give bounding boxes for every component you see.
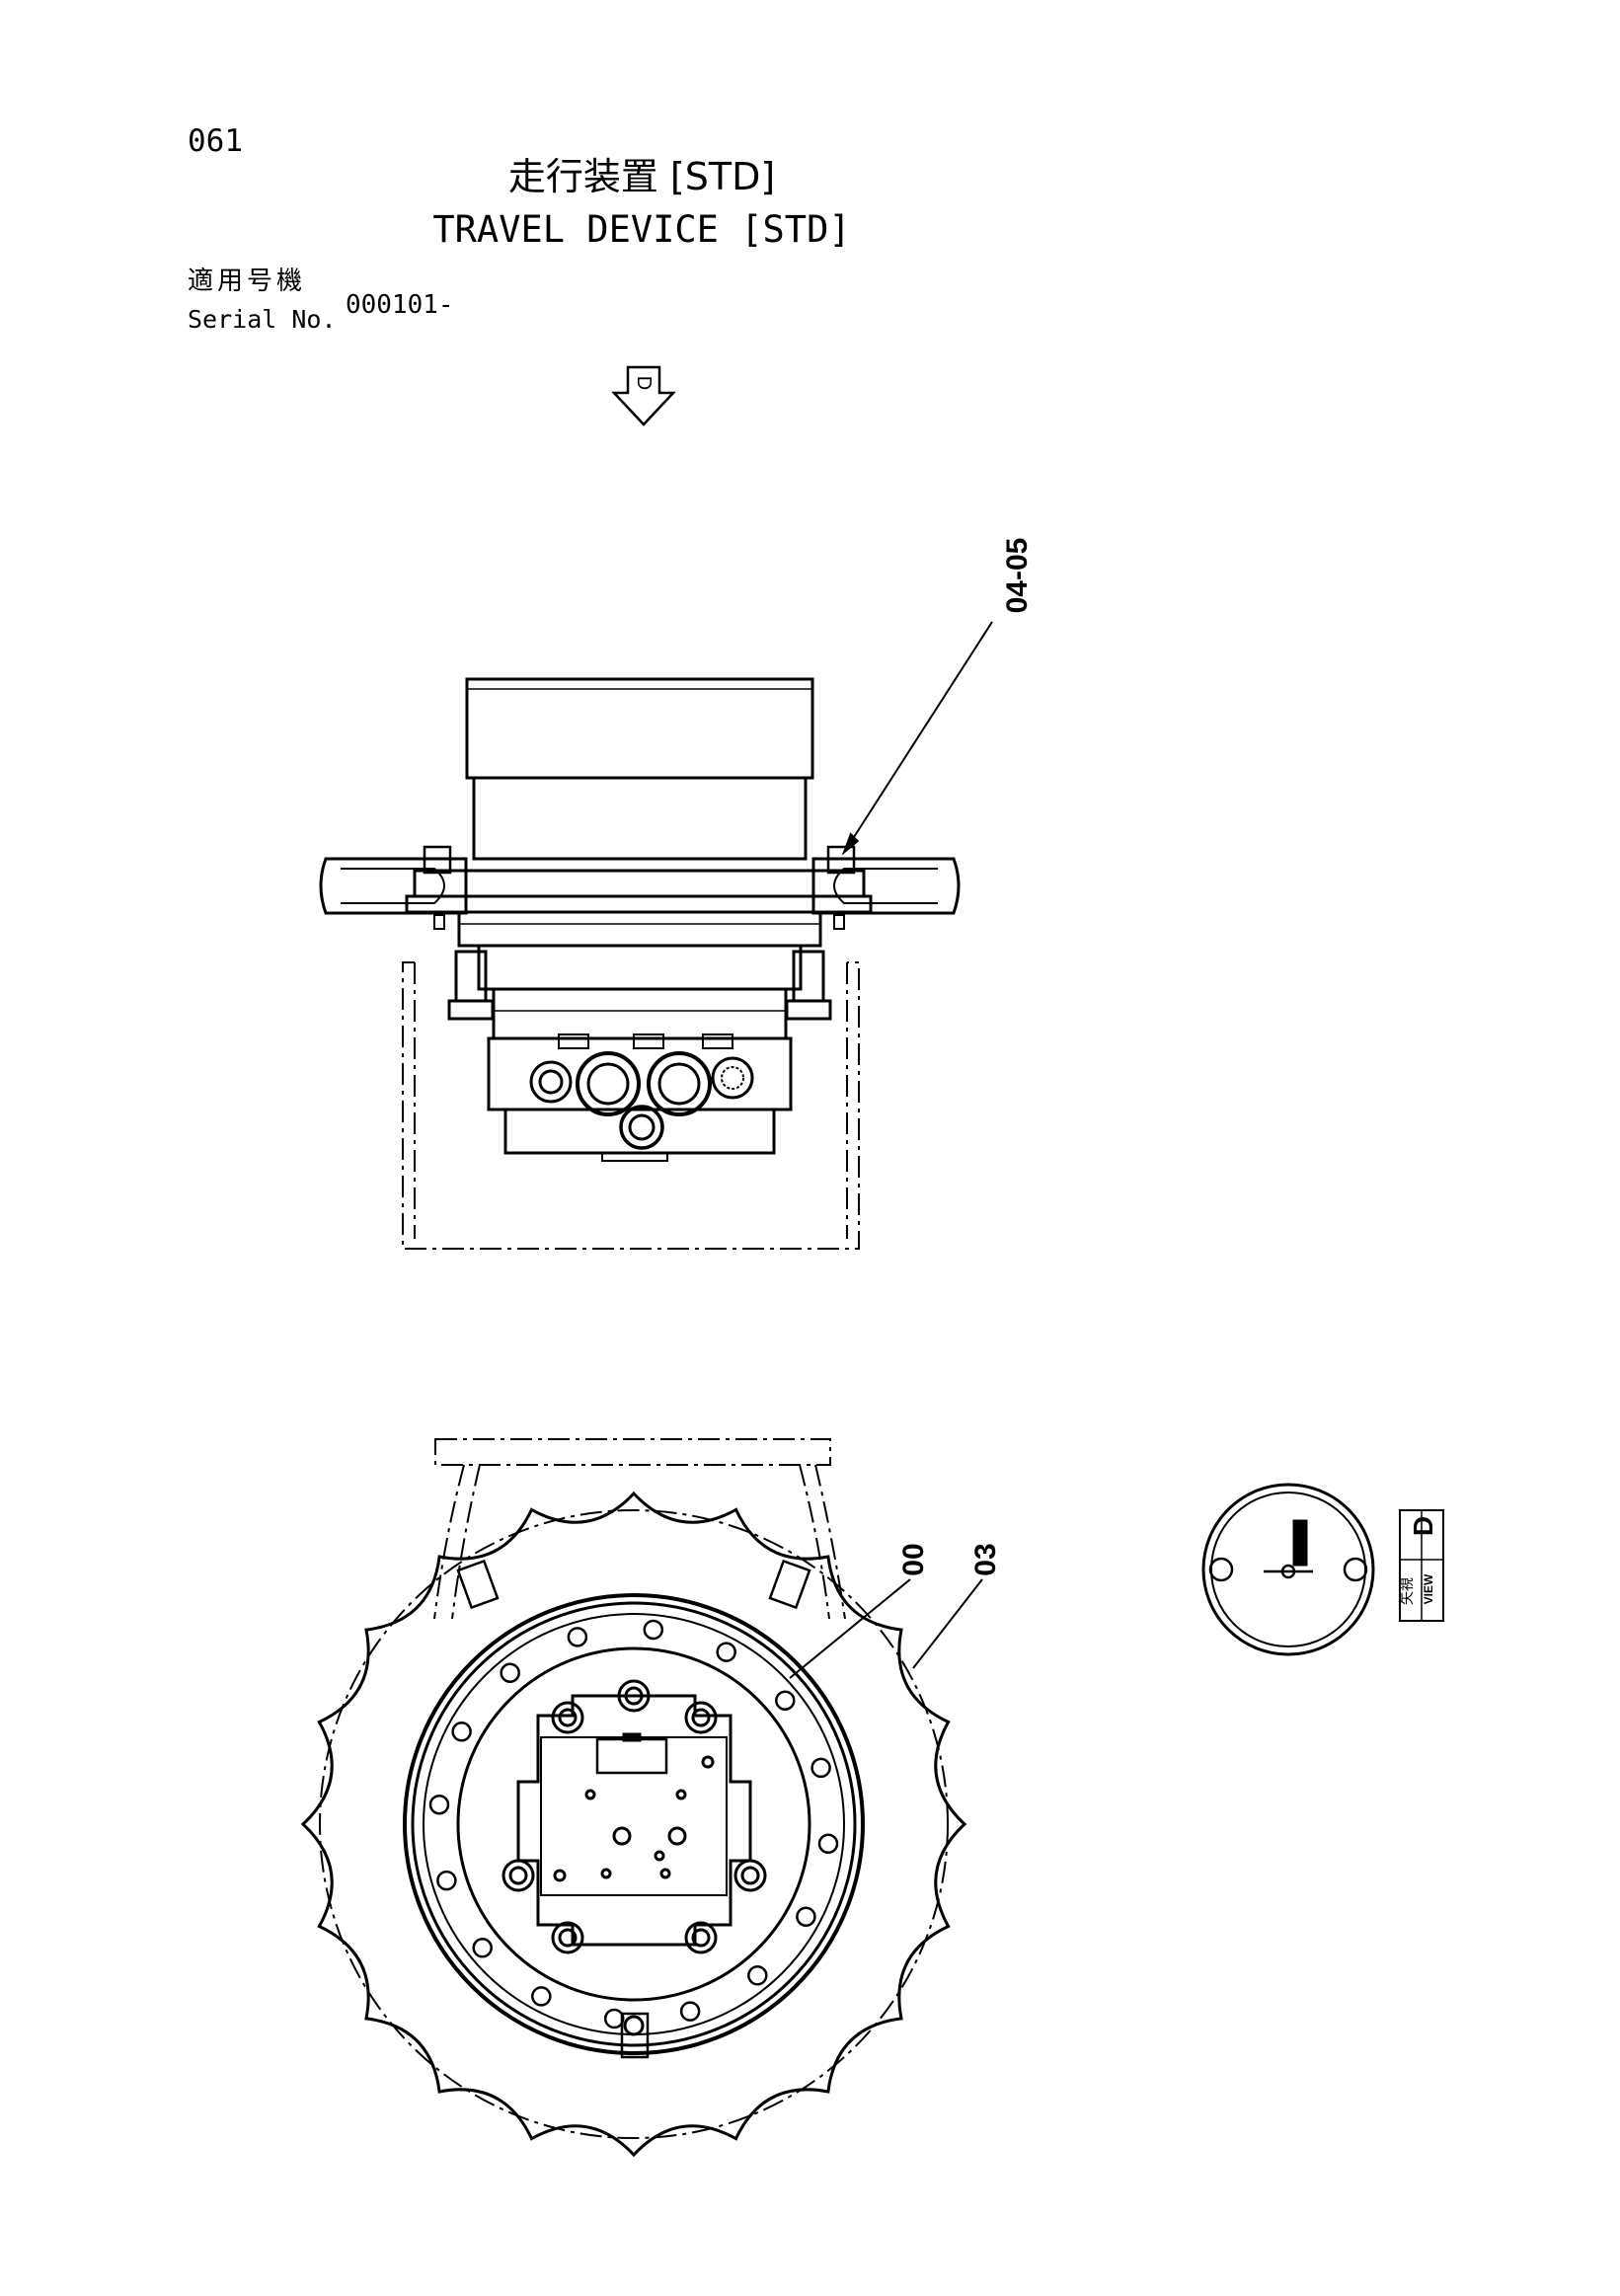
- bolt-hole: [679, 2001, 701, 2022]
- bolt-hole: [810, 1757, 831, 1779]
- view-d-detail: [1201, 1483, 1375, 1656]
- callout-03: 03: [912, 1543, 1002, 1669]
- svg-text:00: 00: [897, 1543, 930, 1575]
- view-d-label-jp: 矢視: [1400, 1577, 1416, 1605]
- bolt-hole: [428, 1794, 450, 1815]
- serial-label-english: Serial No.: [188, 305, 337, 334]
- bolt-hole: [796, 1906, 816, 1927]
- page-number: 061: [188, 123, 243, 159]
- bolt-hole: [531, 1986, 552, 2007]
- bolt-hole: [747, 1965, 768, 1986]
- bolt-hole: [643, 1619, 664, 1641]
- travel-motor-front-view: [300, 1438, 967, 2158]
- svg-text:04-05: 04-05: [1001, 538, 1034, 614]
- page-title-english: TRAVEL DEVICE [STD]: [432, 208, 851, 251]
- view-d-label-en: VIEW: [1422, 1573, 1435, 1604]
- bolt-hole: [603, 2008, 625, 2029]
- view-direction-arrow: D: [611, 365, 676, 426]
- bolt-hole: [817, 1833, 839, 1855]
- page-title-japanese: 走行装置 [STD]: [507, 155, 776, 198]
- serial-label-japanese: 適用号機: [188, 267, 307, 296]
- bolt-hole: [716, 1642, 736, 1662]
- view-d-label: D 矢視 VIEW: [1399, 1509, 1444, 1622]
- callout-04-05: 04-05: [841, 538, 1034, 856]
- bolt-hole: [451, 1722, 472, 1742]
- bolt-hole: [500, 1662, 520, 1683]
- svg-text:03: 03: [969, 1543, 1002, 1575]
- bolt-hole: [775, 1690, 796, 1711]
- serial-number-value: 000101-: [346, 290, 454, 320]
- travel-motor-side-view: [319, 677, 961, 1250]
- view-arrow-letter: D: [633, 376, 655, 390]
- bolt-hole: [436, 1870, 457, 1891]
- bolt-hole: [472, 1938, 493, 1958]
- bolt-hole: [567, 1627, 588, 1647]
- view-d-letter: D: [1408, 1516, 1438, 1536]
- callout-00: 00: [789, 1543, 930, 1679]
